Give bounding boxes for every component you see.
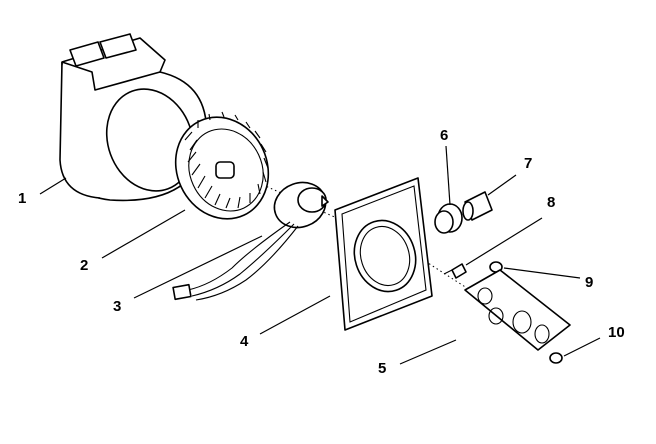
callout-5: 5 (378, 360, 386, 377)
leader-5 (399, 339, 457, 365)
part-8-screw (443, 263, 467, 279)
leader-4 (259, 295, 331, 335)
callout-10: 10 (608, 324, 625, 341)
part-6-clamp (434, 203, 463, 234)
leader-2 (101, 209, 186, 259)
callout-2: 2 (80, 257, 88, 274)
leader-3 (133, 235, 263, 299)
leader-8 (465, 217, 543, 266)
part-4-mounting-plate (334, 177, 433, 331)
part-3-motor (172, 181, 329, 301)
leader-7 (487, 174, 517, 196)
callout-1: 1 (18, 190, 26, 207)
leader-6 (445, 145, 451, 206)
callout-6: 6 (440, 127, 448, 144)
callout-8: 8 (547, 194, 555, 211)
part-2-blower-wheel (174, 111, 270, 220)
callout-9: 9 (585, 274, 593, 291)
leader-1 (39, 177, 67, 195)
part-10-nut (549, 352, 563, 364)
part-5-bracket (464, 269, 571, 351)
callout-4: 4 (240, 333, 249, 350)
callout-7: 7 (524, 155, 532, 172)
leader-9 (503, 267, 581, 279)
part-7-capacitor (462, 191, 493, 221)
leader-10 (563, 337, 601, 357)
callout-3: 3 (113, 298, 121, 315)
part-1-blower-housing (59, 33, 208, 202)
